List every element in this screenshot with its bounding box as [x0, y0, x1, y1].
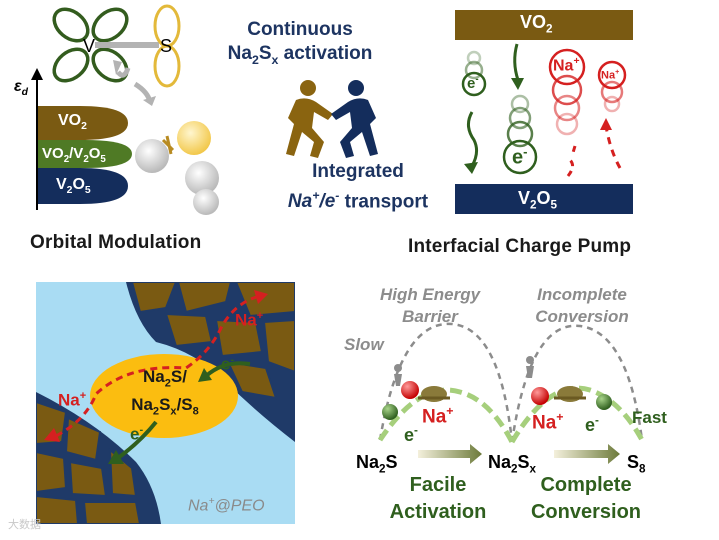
snail-icon — [418, 386, 450, 402]
interfacial-charge-pump-title: Interfacial Charge Pump — [408, 236, 632, 257]
electron-label-large: e- — [512, 144, 528, 169]
snail-icon — [554, 386, 586, 402]
species-s8: S8 — [627, 452, 646, 476]
species-na2s: Na2S — [356, 452, 398, 476]
electron-label-path-2: e- — [585, 414, 599, 435]
vo2-bar-label: VO2 — [520, 12, 553, 36]
orbital-modulation-title: Orbital Modulation — [30, 232, 202, 253]
na-ion-label-top: Na+ — [235, 310, 264, 330]
orbital-diagram — [31, 4, 219, 215]
vanadium-label: V — [83, 36, 96, 56]
slow-label: Slow — [344, 335, 384, 354]
na-peo-label: Na+@PEO — [188, 496, 265, 515]
energy-axis-label: εd — [14, 78, 29, 99]
center-product-label: Na2S/ Na2Sx/S8 — [131, 367, 199, 418]
charge-pump-diagram — [455, 10, 633, 214]
p-orbital-icon — [153, 4, 181, 88]
band-vo2-v2o5: VO2/V2O5 — [42, 145, 106, 165]
na-ion-label-path-1: Na+ — [422, 404, 454, 428]
v2o5-bar-label: V2O5 — [518, 188, 558, 212]
continuous-activation-text: Continuous Na2Sx activation — [227, 19, 373, 67]
interface-panel — [36, 282, 295, 524]
handshake-people-icon — [286, 80, 378, 158]
watermark: 大数据 — [8, 519, 41, 531]
sodium-label-large: Na+ — [553, 56, 580, 75]
molecule-icon — [135, 121, 219, 215]
band-vo2: VO2 — [58, 112, 87, 133]
species-na2sx: Na2Sx — [488, 452, 537, 476]
na-ion-label-left: Na+ — [58, 390, 87, 410]
fast-label: Fast — [632, 408, 667, 427]
sulfur-label: S — [160, 36, 173, 56]
electron-label-small: e- — [467, 74, 479, 92]
electron-label-left: e- — [130, 424, 144, 444]
na-ion-label-path-2: Na+ — [532, 410, 564, 434]
band-v2o5: V2O5 — [56, 176, 91, 197]
electron-label-right: e- — [221, 354, 235, 374]
sodium-label-small: Na+ — [601, 68, 620, 82]
climber-icon — [394, 356, 534, 386]
electron-label-path-1: e- — [404, 424, 418, 445]
reaction-path-diagram — [377, 322, 645, 464]
integrated-transport-text: Integrated Na+/e- transport — [287, 161, 429, 213]
